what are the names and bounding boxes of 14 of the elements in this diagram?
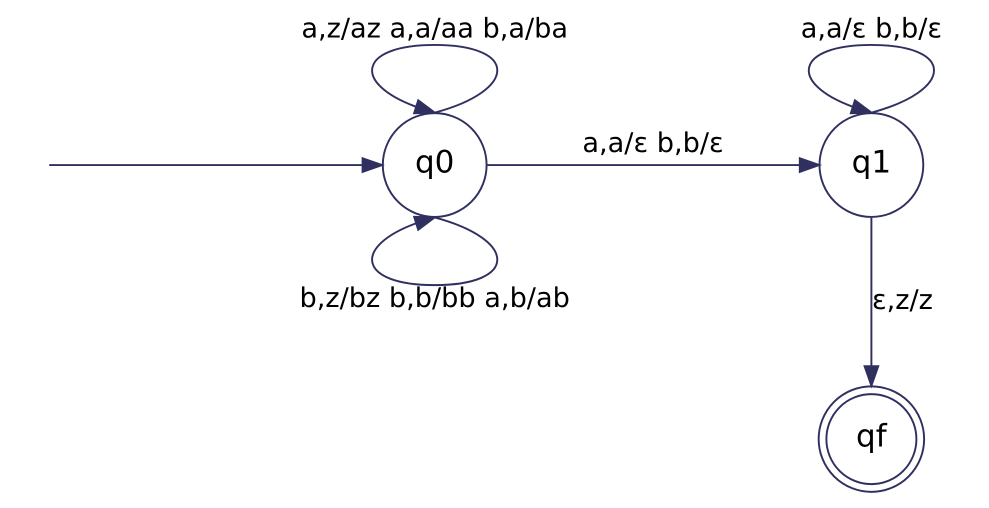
node-circle: qf	[817, 385, 925, 493]
arrow	[486, 156, 822, 174]
edge-label: a,z/az a,a/aa b,a/ba	[300, 14, 568, 45]
edge-label: ε,z/z	[871, 284, 932, 316]
arrow	[808, 44, 934, 114]
edge-label: a,a/ε b,b/ε	[582, 128, 724, 159]
arrow	[862, 218, 880, 389]
edge-label: a,a/ε b,b/ε	[800, 14, 942, 45]
node-circle: q1	[818, 112, 924, 218]
edge-label: b,z/bz b,b/bb a,b/ab	[299, 282, 570, 314]
arrow	[370, 216, 498, 286]
arrow	[370, 44, 498, 114]
arrow	[48, 156, 384, 174]
node-circle: q0	[381, 112, 488, 218]
